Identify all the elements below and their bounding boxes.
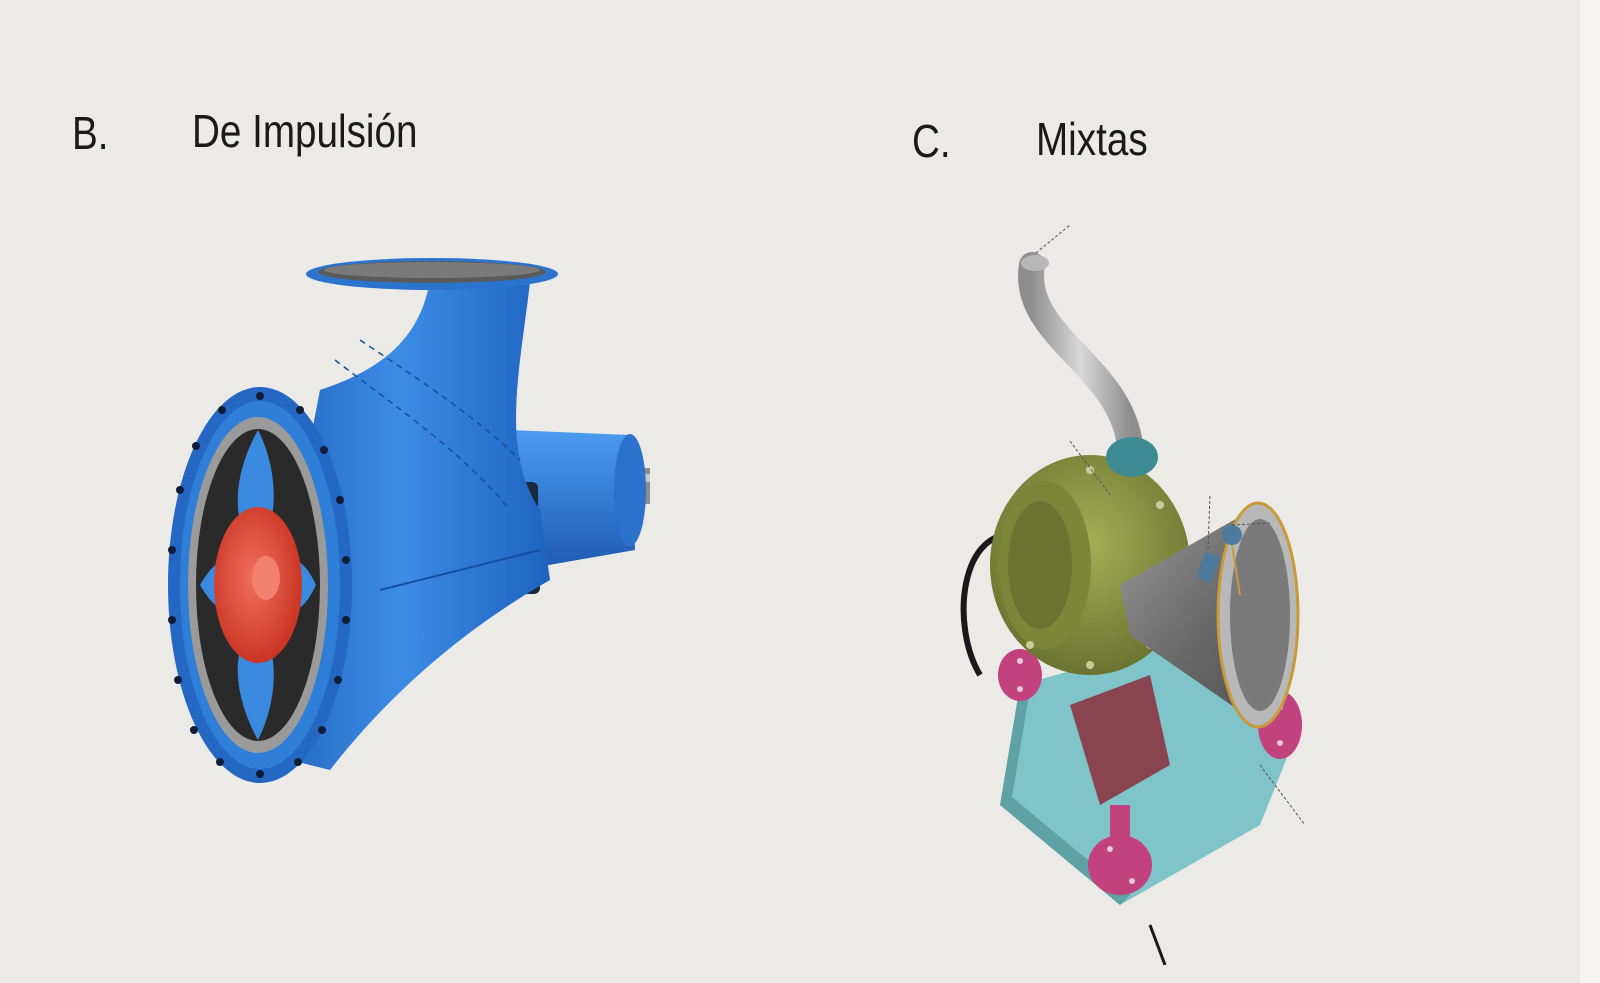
page-edge-strip [1580,0,1600,983]
section-b-title: De Impulsión [192,105,418,157]
flange-bolts [168,392,350,778]
section-c-letter: C. [912,115,951,167]
section-b-letter: B. [72,107,109,159]
foot-flange [1088,835,1152,895]
axial-pump-illustration [168,258,650,783]
foot-flange [998,649,1042,701]
support-block [1070,675,1170,805]
discharge-pipe [1018,252,1143,458]
mixed-flow-pump-illustration [960,224,1306,965]
section-c-title: Mixtas [1036,113,1148,165]
